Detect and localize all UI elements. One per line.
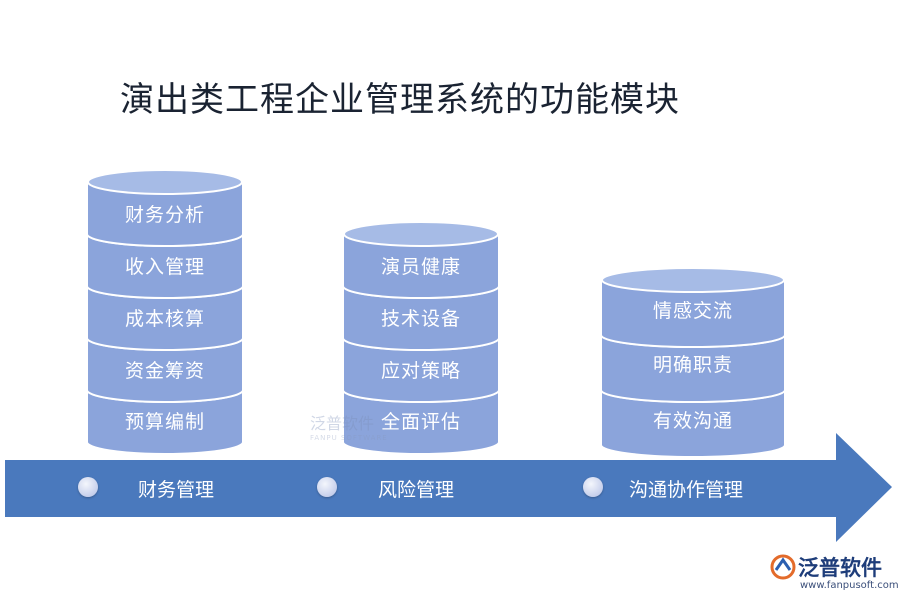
finance-module-stack: 财务分析 收入管理 成本核算 资金筹资 预算编制 <box>86 169 244 455</box>
module-item: 有效沟通 <box>652 410 733 432</box>
cylinder-segment <box>86 169 244 247</box>
bullet-dot <box>583 477 603 497</box>
module-item: 情感交流 <box>652 300 733 322</box>
risk-module-stack: 演员健康 技术设备 应对策略 全面评估 <box>342 221 500 455</box>
module-item: 明确职责 <box>652 354 733 376</box>
module-item: 全面评估 <box>380 411 461 433</box>
module-item: 预算编制 <box>124 411 205 433</box>
page-title: 演出类工程企业管理系统的功能模块 <box>120 80 680 120</box>
category-label-risk: 风险管理 <box>378 479 455 501</box>
timeline-arrow <box>5 433 892 542</box>
bullet-dot <box>317 477 337 497</box>
module-item: 成本核算 <box>124 308 205 330</box>
module-item: 演员健康 <box>380 256 461 278</box>
module-item: 技术设备 <box>380 308 461 330</box>
cylinder-stack-graphic <box>342 221 500 455</box>
arrow-shape <box>5 433 892 542</box>
category-label-communication: 沟通协作管理 <box>629 479 744 501</box>
module-item: 资金筹资 <box>124 360 205 382</box>
module-item: 收入管理 <box>124 256 205 278</box>
communication-module-stack: 情感交流 明确职责 有效沟通 <box>600 267 786 458</box>
module-item: 财务分析 <box>124 204 205 226</box>
watermark: 泛普软件 FANPU SOFTWARE <box>310 414 388 442</box>
cylinder-stack-graphic <box>86 169 244 455</box>
bullet-dot <box>78 477 98 497</box>
category-label-finance: 财务管理 <box>138 479 215 501</box>
cylinder-segment <box>342 221 500 299</box>
logo-icon <box>770 554 796 580</box>
module-item: 应对策略 <box>380 360 461 382</box>
cylinder-segment <box>600 267 786 348</box>
cylinder-stack-graphic <box>600 267 786 458</box>
